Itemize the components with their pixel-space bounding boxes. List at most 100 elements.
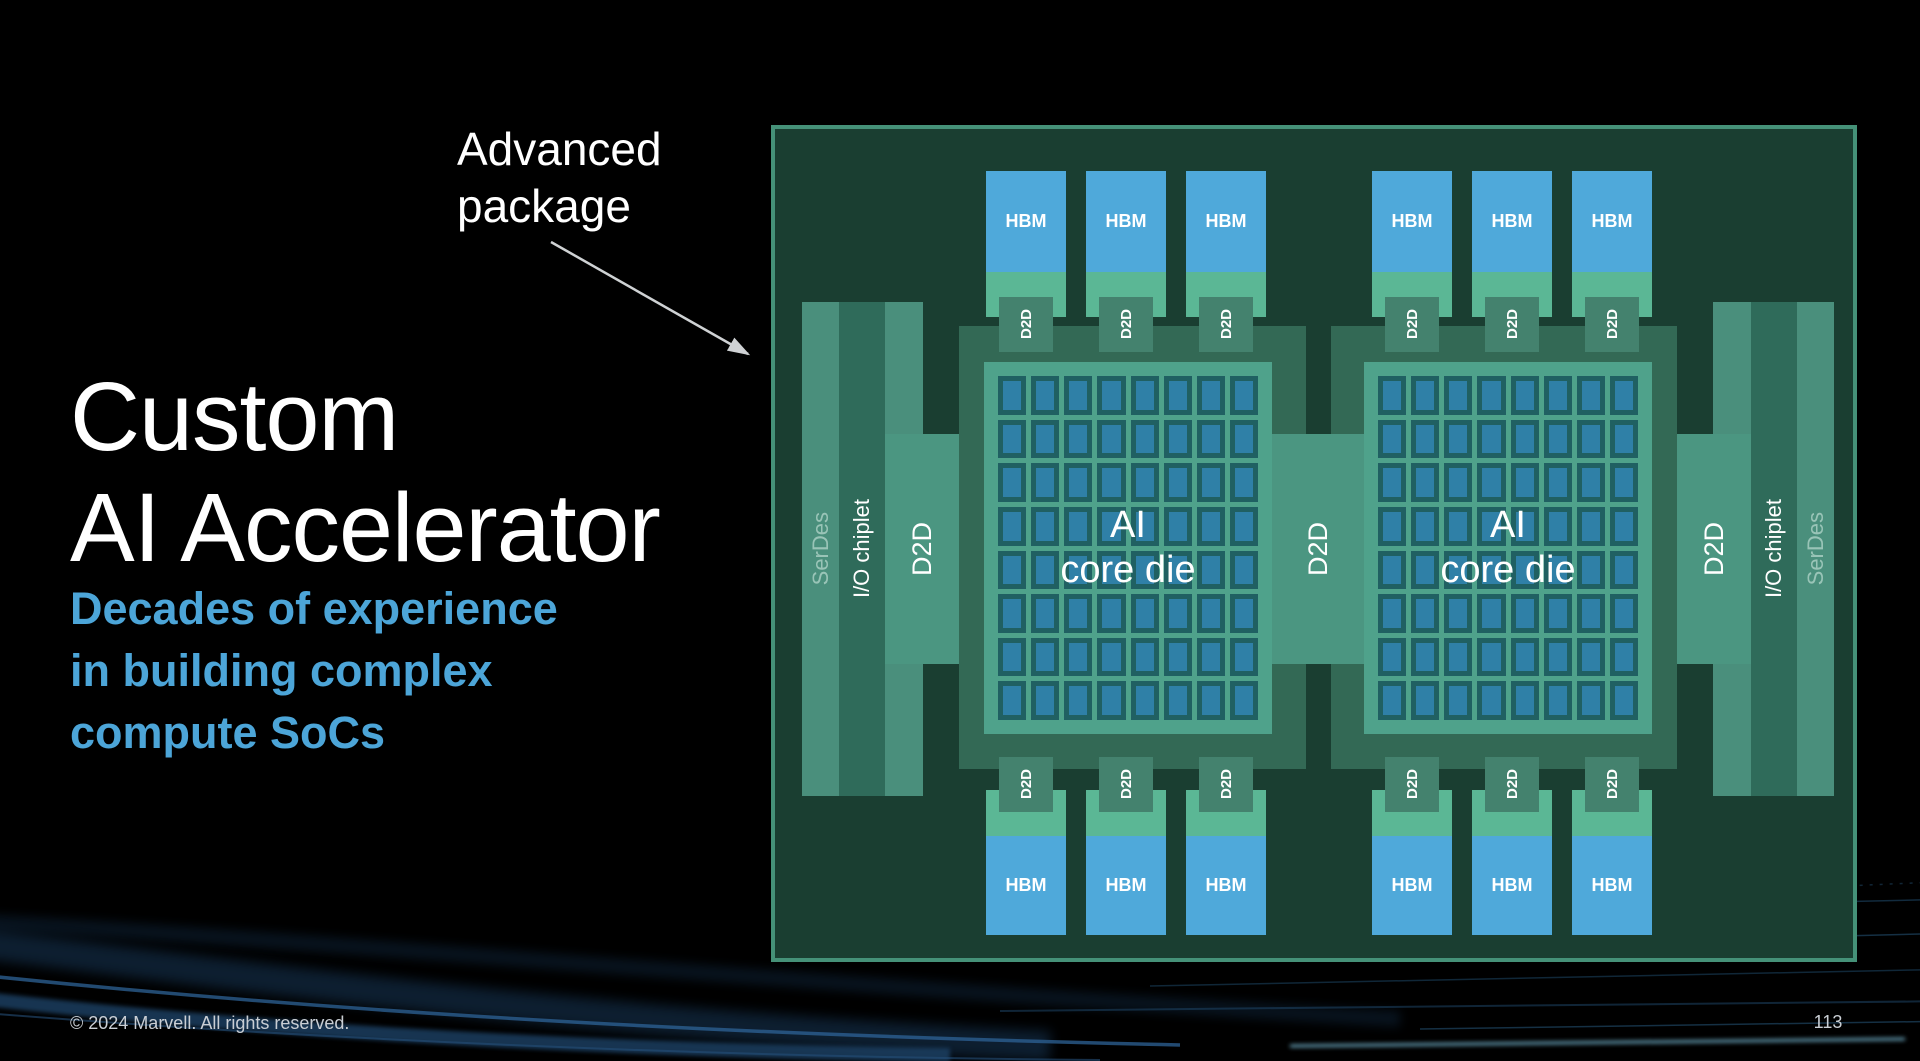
core-tile [1229, 637, 1258, 677]
core-tile [1576, 419, 1605, 459]
hbm-label: HBM [1472, 171, 1552, 272]
hbm-label: HBM [1572, 171, 1652, 272]
d2d-label: D2D [1302, 521, 1333, 576]
hbm-label: HBM [1186, 171, 1266, 272]
core-tile [1130, 550, 1159, 590]
core-tile [1064, 550, 1093, 590]
core-tile [998, 550, 1027, 590]
core-tile [1411, 463, 1440, 502]
annotation-line-2: package [457, 180, 631, 232]
title-line-2: AI Accelerator [70, 473, 661, 582]
core-tile [1097, 594, 1126, 633]
compute-tile-grid [1364, 362, 1652, 734]
die-label: AI core die [1440, 504, 1576, 591]
ai-core-die-2: AI core die [1364, 362, 1652, 734]
core-tile [1411, 550, 1440, 590]
die-label: AI core die [1060, 504, 1196, 591]
core-tile [1378, 681, 1407, 720]
hbm-label: HBM [986, 171, 1066, 272]
core-tile [1130, 376, 1159, 415]
hbm-label: HBM [1086, 171, 1166, 272]
core-tile [998, 681, 1027, 720]
ai-core-die-1: AI core die [984, 362, 1272, 734]
core-tile [1444, 506, 1473, 546]
core-tile [1477, 594, 1506, 633]
title-line-1: Custom [70, 362, 399, 471]
core-tile [1510, 681, 1539, 720]
hbm-label: HBM [986, 836, 1066, 935]
d2d-connector: D2D [1099, 757, 1153, 812]
d2d-connector: D2D [1199, 297, 1253, 352]
io-chiplet-label: I/O chiplet [1761, 499, 1786, 599]
core-tile [1130, 594, 1159, 633]
core-tile [1031, 506, 1060, 546]
core-tile [1163, 506, 1192, 546]
d2d-connector: D2D [999, 297, 1053, 352]
core-tile [1411, 506, 1440, 546]
core-tile [1196, 594, 1225, 633]
core-tile [1576, 637, 1605, 677]
core-tile [1031, 637, 1060, 677]
core-tile [1378, 594, 1407, 633]
core-tile [1543, 637, 1572, 677]
core-tile [1163, 681, 1192, 720]
core-tile [1196, 506, 1225, 546]
core-tile [1130, 419, 1159, 459]
core-tile [1064, 376, 1093, 415]
core-tile [1576, 376, 1605, 415]
core-tile [1031, 594, 1060, 633]
compute-tile-grid [984, 362, 1272, 734]
core-tile [1444, 550, 1473, 590]
core-tile [1378, 419, 1407, 459]
core-tile [1543, 376, 1572, 415]
io-chiplet-left: I/O chiplet [839, 302, 885, 796]
core-tile [1229, 506, 1258, 546]
core-tile [1097, 506, 1126, 546]
core-tile [1196, 681, 1225, 720]
core-tile [1477, 376, 1506, 415]
core-tile [1411, 376, 1440, 415]
core-tile [1097, 681, 1126, 720]
core-tile [1229, 681, 1258, 720]
core-tile [1444, 594, 1473, 633]
d2d-connector: D2D [1199, 757, 1253, 812]
core-tile [998, 463, 1027, 502]
core-tile [1444, 376, 1473, 415]
d2d-connector: D2D [1385, 297, 1439, 352]
core-tile [1031, 376, 1060, 415]
core-tile [1477, 506, 1506, 546]
core-tile [1378, 463, 1407, 502]
d2d-connector: D2D [1485, 757, 1539, 812]
core-tile [1609, 419, 1638, 459]
core-tile [1444, 419, 1473, 459]
serdes-label: SerDes [1802, 512, 1828, 586]
core-tile [1064, 419, 1093, 459]
io-chiplet-label: I/O chiplet [849, 499, 874, 599]
serdes-label: SerDes [807, 512, 833, 586]
core-tile [998, 637, 1027, 677]
core-tile [1097, 463, 1126, 502]
core-tile [1477, 419, 1506, 459]
hbm-label: HBM [1472, 836, 1552, 935]
core-tile [1510, 637, 1539, 677]
hbm-module: HBM [986, 171, 1066, 317]
core-tile [1609, 506, 1638, 546]
page-number: 113 [1813, 1012, 1843, 1032]
copyright-text: © 2024 Marvell. All rights reserved. [70, 1013, 350, 1033]
core-tile [1609, 463, 1638, 502]
core-tile [1229, 376, 1258, 415]
io-chiplet-arm [1713, 664, 1751, 796]
d2d-bridge-left: D2D [885, 434, 959, 664]
core-tile [1477, 463, 1506, 502]
hbm-module: HBM [1372, 171, 1452, 317]
d2d-connector: D2D [999, 757, 1053, 812]
core-tile [1378, 637, 1407, 677]
core-tile [1163, 376, 1192, 415]
io-chiplet-arm [1713, 302, 1751, 434]
annotation-line-1: Advanced [457, 123, 662, 175]
advanced-package-label: Advanced package [457, 121, 662, 235]
core-tile [1229, 594, 1258, 633]
core-tile [1609, 637, 1638, 677]
core-tile [998, 419, 1027, 459]
core-tile [1378, 550, 1407, 590]
